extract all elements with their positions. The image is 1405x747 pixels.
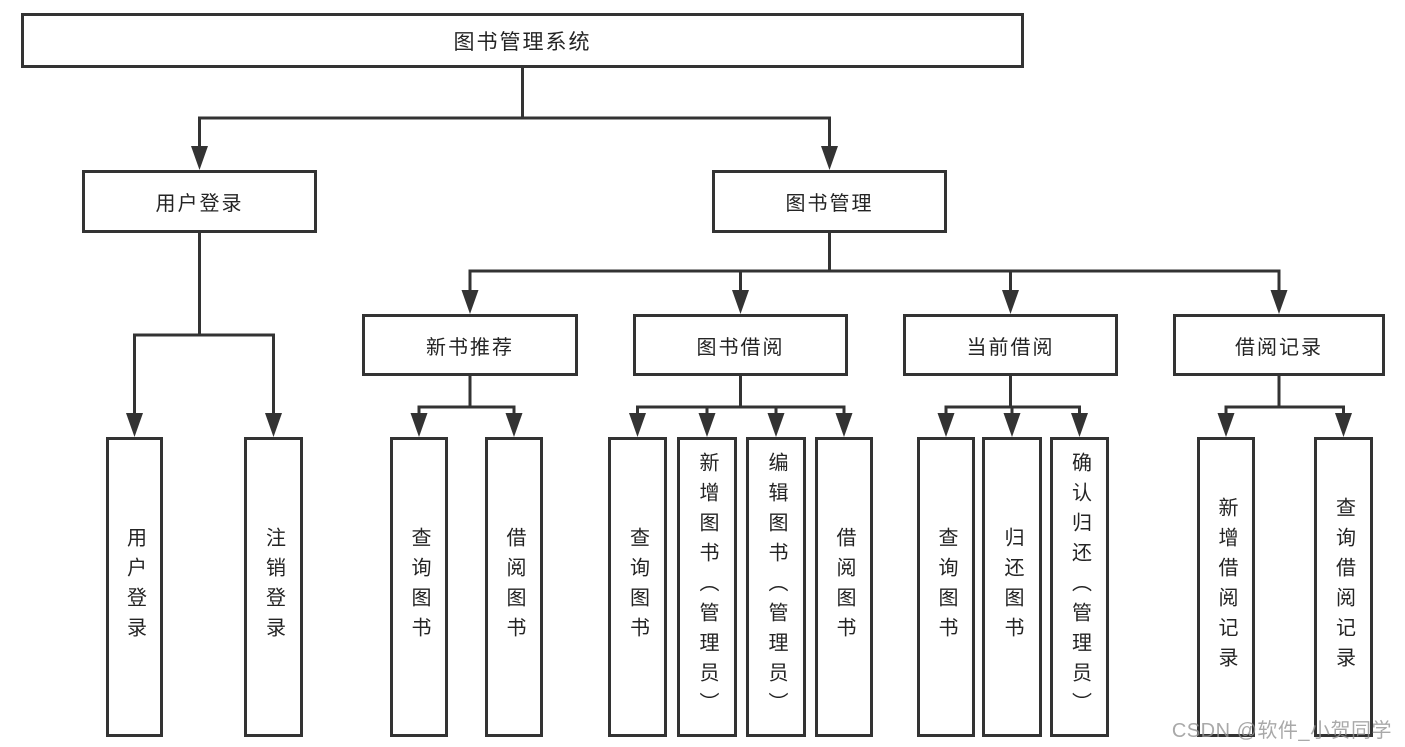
node-borrow-records: 借阅记录 (1173, 314, 1385, 376)
leaf-query-borrow-record: 查询借阅记录 (1314, 437, 1373, 737)
leaf-borrow-books-2: 借阅图书 (815, 437, 873, 737)
leaf-borrow-books-1-label: 借阅图书 (503, 527, 525, 647)
node-current-borrow: 当前借阅 (903, 314, 1118, 376)
node-user-login-label: 用户登录 (155, 193, 244, 215)
leaf-confirm-return-admin-label: 确认归还（管理员） (1068, 452, 1091, 722)
leaf-user-login: 用户登录 (106, 437, 163, 737)
node-book-borrow: 图书借阅 (633, 314, 848, 376)
node-user-login: 用户登录 (82, 170, 317, 233)
node-book-borrow-label: 图书借阅 (696, 336, 785, 359)
node-current-borrow-label: 当前借阅 (966, 336, 1055, 359)
leaf-query-books-3: 查询图书 (917, 437, 975, 737)
leaf-add-book-admin: 新增图书（管理员） (677, 437, 737, 737)
leaf-query-books-1-label: 查询图书 (408, 527, 430, 647)
leaf-query-books-1: 查询图书 (390, 437, 448, 737)
leaf-confirm-return-admin: 确认归还（管理员） (1050, 437, 1109, 737)
node-book-management-label: 图书管理 (785, 193, 874, 215)
leaf-logout: 注销登录 (244, 437, 303, 737)
leaf-return-book: 归还图书 (982, 437, 1042, 737)
leaf-edit-book-admin-label: 编辑图书（管理员） (765, 452, 787, 722)
node-new-book-recommend-label: 新书推荐 (426, 336, 514, 359)
leaf-user-login-label: 用户登录 (123, 527, 146, 647)
node-book-management: 图书管理 (712, 170, 947, 233)
leaf-query-books-3-label: 查询图书 (935, 527, 957, 647)
node-library-system-label: 图书管理系统 (453, 30, 592, 54)
leaf-query-books-2: 查询图书 (608, 437, 667, 737)
node-new-book-recommend: 新书推荐 (362, 314, 578, 376)
leaf-borrow-books-2-label: 借阅图书 (833, 527, 855, 647)
leaf-add-borrow-record: 新增借阅记录 (1197, 437, 1255, 737)
leaf-add-book-admin-label: 新增图书（管理员） (696, 452, 718, 722)
leaf-add-borrow-record-label: 新增借阅记录 (1215, 497, 1237, 677)
leaf-edit-book-admin: 编辑图书（管理员） (746, 437, 806, 737)
leaf-logout-label: 注销登录 (262, 527, 285, 647)
leaf-borrow-books-1: 借阅图书 (485, 437, 543, 737)
leaf-query-borrow-record-label: 查询借阅记录 (1332, 497, 1355, 677)
leaf-query-books-2-label: 查询图书 (626, 527, 649, 647)
node-library-system: 图书管理系统 (21, 13, 1024, 68)
csdn-watermark: CSDN @软件_小贺同学 (1171, 720, 1392, 742)
node-borrow-records-label: 借阅记录 (1235, 336, 1323, 359)
leaf-return-book-label: 归还图书 (1001, 527, 1023, 647)
